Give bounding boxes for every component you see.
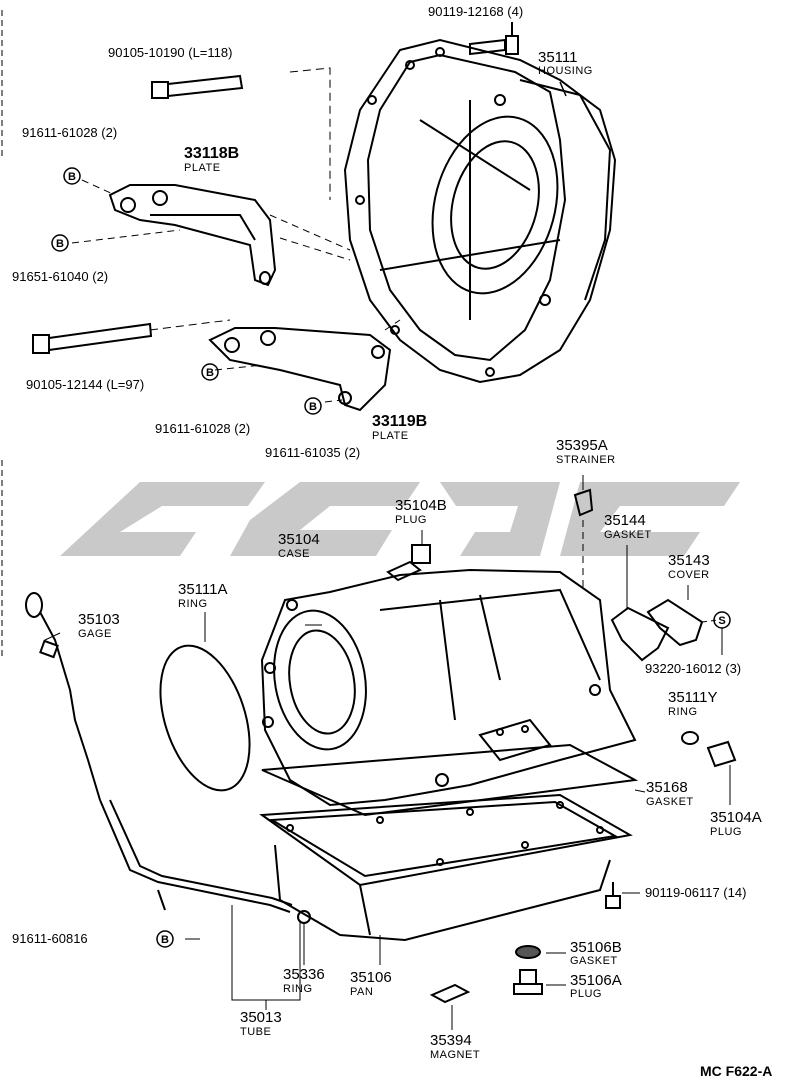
symbol-s: S: [718, 615, 725, 627]
plug-35104a-drawing: [706, 740, 737, 805]
label-35103-name: GAGE: [78, 628, 112, 640]
label-35104a-name: PLUG: [710, 826, 742, 838]
label-90105-10190: 90105-10190 (L=118): [108, 45, 233, 60]
label-35104a-number: 35104A: [710, 809, 762, 826]
label-91611-61028-bottom: 91611-61028 (2): [155, 421, 251, 436]
bolt-90105-10190-drawing: [151, 74, 244, 99]
label-35111a-name: RING: [178, 598, 208, 610]
label-93220-16012: 93220-16012 (3): [645, 661, 742, 676]
label-35394-number: 35394: [430, 1032, 472, 1049]
label-35111y-number: 35111Y: [668, 689, 718, 706]
label-35104b-name: PLUG: [395, 514, 427, 526]
label-35106-number: 35106: [350, 969, 392, 986]
label-35111y-name: RING: [668, 706, 698, 718]
label-90105-12144: 90105-12144 (L=97): [26, 377, 145, 392]
label-35013-name: TUBE: [240, 1026, 272, 1038]
symbol-b: B: [68, 171, 76, 183]
symbol-b: B: [206, 367, 214, 379]
bolt-90119-12168-drawing: [469, 22, 519, 56]
label-90119-12168: 90119-12168 (4): [428, 4, 524, 19]
label-35106b-name: GASKET: [570, 955, 618, 967]
bolt-90105-12144-drawing: [32, 322, 153, 354]
label-35111-name: HOUSING: [538, 65, 593, 77]
cover-35143-drawing: [646, 598, 704, 647]
label-91651-61040: 91651-61040 (2): [12, 269, 109, 284]
symbol-b: B: [309, 401, 317, 413]
symbol-b: B: [56, 238, 64, 250]
bolt-90119-06117-drawing: [605, 882, 621, 909]
label-35143-number: 35143: [668, 552, 710, 569]
ring-35111y-drawing: [681, 731, 699, 745]
housing-drawing: [343, 38, 617, 384]
label-33118b-name: PLATE: [184, 162, 221, 174]
gasket-35106b-drawing: [515, 945, 541, 959]
gasket-35144-drawing: [610, 606, 670, 662]
symbol-b: B: [161, 934, 169, 946]
strainer-35395a-drawing: [573, 475, 594, 517]
plug-35106a-drawing: [513, 969, 543, 995]
label-35336-name: RING: [283, 983, 313, 995]
label-35106a-number: 35106A: [570, 972, 622, 989]
label-35168-name: GASKET: [646, 796, 694, 808]
gage-35103-drawing: [25, 592, 101, 801]
ring-35336-drawing: [297, 910, 311, 924]
label-35111-number: 35111: [538, 49, 578, 66]
label-35104b-number: 35104B: [395, 497, 447, 514]
plate-33119b-drawing: [208, 327, 392, 412]
plate-33118b-drawing: [108, 184, 277, 287]
label-33118b-number: 33118B: [184, 145, 240, 162]
label-35104-number: 35104: [278, 531, 320, 548]
label-35144-number: 35144: [604, 512, 646, 529]
diagram-code: MC F622-A: [700, 1063, 773, 1079]
label-91611-61028-top: 91611-61028 (2): [22, 125, 118, 140]
label-35143-name: COVER: [668, 569, 710, 581]
magnet-35394-drawing: [429, 983, 471, 1004]
gasket-35168-drawing: [261, 743, 639, 817]
label-35103-number: 35103: [78, 611, 120, 628]
case-35104-drawing: [260, 568, 637, 807]
pan-35106-drawing: [259, 793, 633, 942]
plug-35104b-drawing: [386, 530, 431, 582]
label-35336-number: 35336: [283, 966, 325, 983]
ring-35111a-drawing: [159, 644, 251, 792]
label-33119b-number: 33119B: [372, 413, 428, 430]
label-90119-06117: 90119-06117 (14): [645, 885, 747, 900]
label-35106-name: PAN: [350, 986, 374, 998]
label-35111a-number: 35111A: [178, 581, 228, 598]
label-35168-number: 35168: [646, 779, 688, 796]
label-35104-name: CASE: [278, 548, 310, 560]
label-91611-60816: 91611-60816: [12, 931, 88, 946]
label-35106b-number: 35106B: [570, 939, 622, 956]
label-91611-61035: 91611-61035 (2): [265, 445, 361, 460]
label-33119b-name: PLATE: [372, 430, 409, 442]
callout-symbols: [51, 167, 731, 948]
tube-35013-drawing: [99, 799, 293, 913]
label-35106a-name: PLUG: [570, 988, 602, 1000]
label-35144-name: GASKET: [604, 529, 652, 541]
label-35395a-number: 35395A: [556, 437, 608, 454]
watermark-logo: [60, 482, 740, 556]
label-35395a-name: STRAINER: [556, 454, 616, 466]
label-35394-name: MAGNET: [430, 1049, 481, 1061]
label-35013-number: 35013: [240, 1009, 282, 1026]
